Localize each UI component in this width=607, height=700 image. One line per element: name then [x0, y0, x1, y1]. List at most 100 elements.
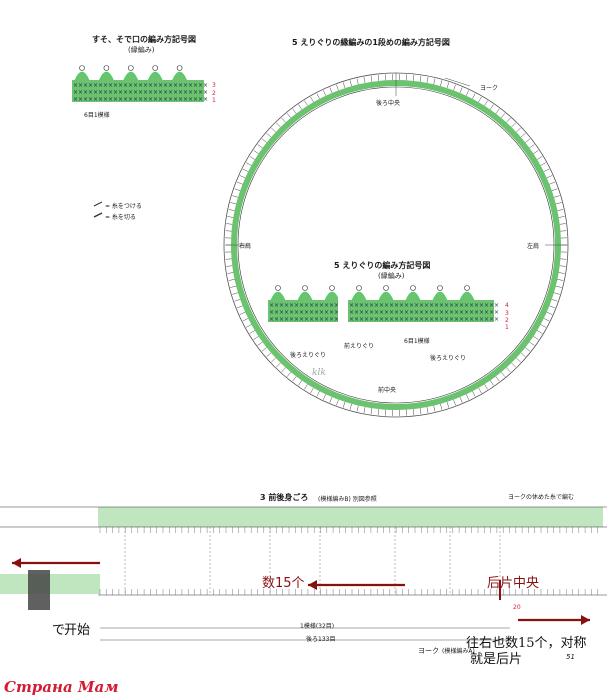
collar-row-2: 2	[505, 317, 509, 324]
ring-stitch-tick	[533, 150, 539, 154]
collar-stitch-x: ×	[484, 302, 489, 309]
symmetric-arrow-head	[581, 615, 590, 625]
ring-stitch-tick	[322, 90, 326, 96]
ring-stitch-tick	[478, 387, 482, 394]
hem-stitch-x: ×	[133, 96, 138, 103]
hem-picot	[128, 65, 134, 71]
collar-stitch-x: ×	[359, 302, 364, 309]
collar-shell	[324, 291, 340, 301]
ring-stitch-tick	[466, 90, 470, 96]
hem-stitch-x: ×	[173, 82, 178, 89]
hem-stitch-x: ×	[178, 82, 183, 89]
hem-stitch-x: ×	[143, 82, 148, 89]
hem-stitch-x: ×	[108, 89, 113, 96]
hem-stitch-x: ×	[83, 89, 88, 96]
ring-stitch-tick	[540, 324, 546, 328]
collar-stitch-x: ×	[354, 316, 359, 323]
yoke-bottom-label: ヨーク	[418, 647, 439, 655]
ring-stitch-tick	[227, 216, 234, 218]
collar-stitch-x: ×	[294, 309, 299, 316]
back-collar-label-right: 後ろえりぐり	[430, 355, 467, 362]
hem-stitch-x: ×	[123, 96, 128, 103]
ring-stitch-tick	[370, 408, 373, 415]
hem-stitch-x: ×	[88, 89, 93, 96]
hem-row-2: 2	[212, 90, 216, 97]
collar-stitch-x: ×	[369, 309, 374, 316]
ring-stitch-tick	[286, 371, 292, 377]
ring-stitch-tick	[342, 401, 346, 408]
collar-stitch-x: ×	[294, 316, 299, 323]
collar-stitch-x: ×	[269, 316, 274, 323]
hem-stitch-x: ×	[158, 82, 163, 89]
count15-arrow-head	[308, 580, 317, 590]
hem-stitch-x: ×	[138, 89, 143, 96]
collar-stitch-x: ×	[374, 309, 379, 316]
hem-stitch-x: ×	[73, 82, 78, 89]
collar-stitch-x: ×	[354, 302, 359, 309]
collar-stitch-x: ×	[489, 309, 494, 316]
collar-stitch-x: ×	[434, 302, 439, 309]
ring-stitch-tick	[446, 82, 450, 89]
collar-stitch-x: ×	[374, 316, 379, 323]
ring-stitch-tick	[363, 76, 366, 83]
hem-stitch-x: ×	[153, 89, 158, 96]
ring-stitch-tick	[433, 405, 436, 412]
ring-stitch-tick	[336, 399, 339, 406]
ring-stitch-tick	[440, 80, 443, 87]
collar-stitch-x: ×	[274, 309, 279, 316]
ring-stitch-tick	[559, 223, 566, 225]
collar-stitch-x: ×	[424, 309, 429, 316]
ring-stitch-tick	[546, 311, 553, 315]
collar-picot	[356, 285, 362, 291]
ring-stitch-tick	[230, 202, 237, 205]
collar-stitch-x: ×	[319, 316, 324, 323]
collar-stitch-x: ×	[494, 309, 499, 316]
ring-stitch-tick	[310, 96, 314, 103]
collar-stitch-x: ×	[454, 302, 459, 309]
ring-stitch-tick	[551, 188, 558, 191]
collar-stitch-x: ×	[489, 302, 494, 309]
hem-stitch-x: ×	[173, 89, 178, 96]
collar-stitch-x: ×	[329, 316, 334, 323]
collar-stitch-x: ×	[464, 316, 469, 323]
hem-picot	[79, 65, 85, 71]
collar-stitch-x: ×	[449, 302, 454, 309]
collar-stitch-x: ×	[424, 302, 429, 309]
collar-stitch-x: ×	[484, 316, 489, 323]
body-top-band	[98, 507, 603, 527]
collar-stitch-x: ×	[384, 309, 389, 316]
ring-stitch-tick	[271, 357, 276, 363]
hem-stitch-x: ×	[153, 96, 158, 103]
ring-stitch-tick	[484, 384, 488, 390]
hem-shell	[99, 71, 114, 81]
ring-stitch-tick	[232, 292, 239, 295]
hem-stitch-x: ×	[183, 96, 188, 103]
collar-stitch-x: ×	[354, 309, 359, 316]
yoke-leader	[444, 77, 471, 87]
hem-stitch-x: ×	[178, 96, 183, 103]
collar-stitch-x: ×	[304, 309, 309, 316]
hem-stitch-x: ×	[178, 89, 183, 96]
collar-stitch-x: ×	[364, 309, 369, 316]
hem-stitch-x: ×	[113, 89, 118, 96]
ring-stitch-tick	[557, 279, 564, 281]
collar-stitch-x: ×	[309, 302, 314, 309]
hem-stitch-x: ×	[113, 96, 118, 103]
ring-stitch-tick	[555, 285, 562, 288]
pattern-count-label: 1模様(32目)	[300, 623, 335, 630]
collar-stitch-x: ×	[474, 316, 479, 323]
hem-band	[72, 80, 204, 102]
collar-stitch-x: ×	[314, 309, 319, 316]
hem-stitch-x: ×	[123, 89, 128, 96]
count-15-annotation: 数15个	[262, 576, 305, 591]
collar-stitch-x: ×	[474, 309, 479, 316]
start-arrow-head	[12, 558, 21, 568]
ring-stitch-tick	[246, 162, 252, 166]
cut-yarn-icon	[93, 212, 103, 218]
hem-stitch-x: ×	[173, 96, 178, 103]
ring-stitch-tick	[298, 104, 303, 110]
ring-inner-edge	[237, 86, 555, 404]
collar-stitch-x: ×	[314, 316, 319, 323]
ring-stitch-tick	[228, 279, 235, 281]
ring-stitch-tick	[377, 74, 380, 81]
